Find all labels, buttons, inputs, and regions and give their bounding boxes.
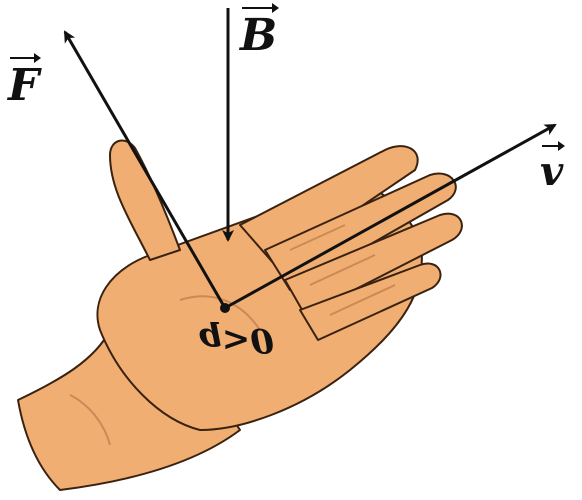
field-label-text: B [240,10,278,61]
charge-point [220,303,230,313]
vector-arrow-icon [10,53,42,63]
force-label-text: F [8,60,40,111]
velocity-label: v [540,141,566,192]
velocity-arrow [224,123,557,310]
force-arrow [63,30,227,309]
force-label: F [8,53,42,108]
vector-arrow-icon [242,3,280,13]
vector-arrows [63,8,557,310]
charge-label: q>0 [198,320,274,360]
hand-illustration [17,139,463,491]
vector-arrow-icon [542,141,566,151]
field-label: B [240,3,280,58]
velocity-label-text: v [540,148,564,195]
